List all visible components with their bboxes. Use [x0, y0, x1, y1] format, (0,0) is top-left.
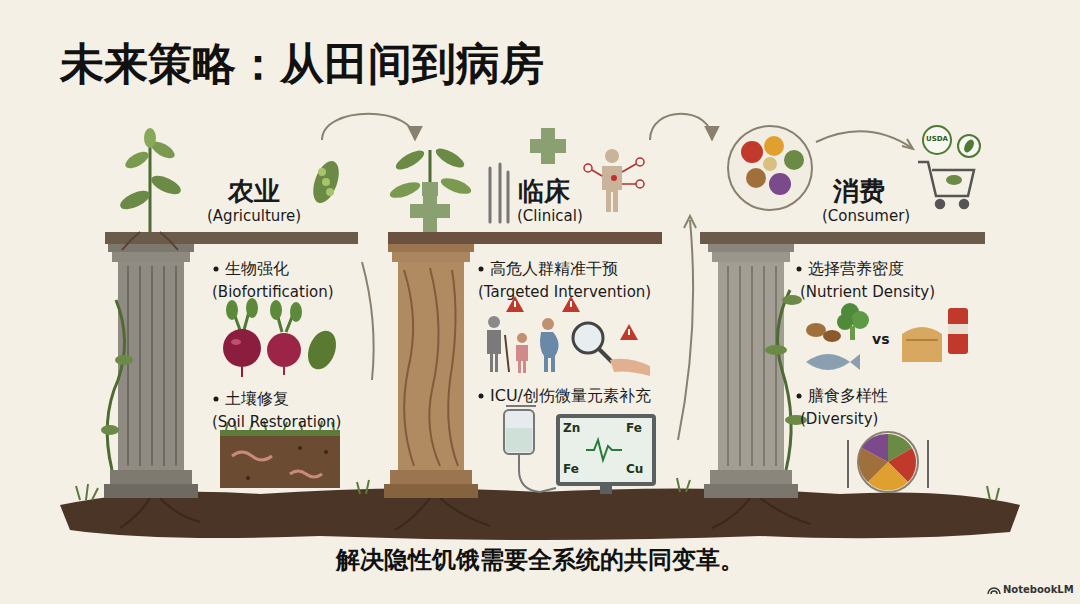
watermark: NotebookLM	[1003, 584, 1074, 596]
english-subtitle: (Diversity)	[800, 410, 878, 428]
grass	[76, 478, 999, 500]
flow-arrowhead	[684, 216, 696, 228]
risk-groups	[487, 296, 650, 376]
stone-pillar	[700, 232, 985, 498]
english-subtitle: (Nutrient Density)	[800, 283, 935, 301]
stone-pillar	[101, 232, 358, 498]
leaf-badge	[958, 135, 980, 157]
soil-patch	[220, 421, 340, 488]
pillar-node: 消费(Consumer) 选择营养密度 (Nutrient Density) 膳食多样…	[695, 140, 990, 496]
food-comparison	[806, 303, 968, 370]
flow-arrowhead	[902, 139, 913, 149]
instruments	[490, 164, 508, 222]
flow-connector	[650, 114, 712, 140]
pillar-item: 选择营养密度	[808, 259, 904, 278]
body-figure	[584, 149, 644, 212]
versus-label: vs	[872, 331, 889, 348]
soil-ground	[60, 488, 1020, 540]
caption: 解决隐性饥饿需要全系统的共同变革。	[0, 546, 1080, 575]
roots	[120, 498, 810, 530]
title: 未来策略：从田间到病房	[60, 38, 544, 91]
herb-with-cross	[388, 145, 473, 232]
pillar-item: 生物强化	[225, 259, 289, 278]
organic-badge	[923, 126, 951, 154]
element-symbol: Fe	[563, 462, 579, 476]
pillar-heading: 农业	[228, 176, 280, 207]
beets	[223, 298, 341, 377]
food-plate	[728, 126, 812, 210]
pea-pod	[308, 158, 344, 207]
diversity-plate	[848, 432, 928, 492]
pillar-heading: 临床	[518, 176, 570, 207]
element-symbol: Fe	[626, 421, 642, 435]
pillar-item: ICU/创伤微量元素补充	[490, 386, 651, 405]
medical-cross	[530, 128, 566, 164]
english-subtitle: (Soil Restoration)	[212, 413, 341, 431]
pillar-item: 土壤修复	[225, 389, 289, 408]
element-symbol: Cu	[626, 462, 643, 476]
pillar-heading: 消费	[833, 176, 885, 207]
english-subtitle: (Clinical)	[517, 207, 583, 225]
badge-text: USDA	[923, 135, 951, 143]
flow-arrow	[678, 220, 693, 440]
flow-connector	[322, 114, 415, 140]
iv-and-monitor	[504, 406, 656, 494]
english-subtitle: (Targeted Intervention)	[478, 283, 651, 301]
element-symbol: Zn	[563, 421, 580, 435]
pillar-node: 临床(Clinical) 高危人群精准干预 (Targeted Interventi…	[385, 140, 665, 496]
flow-arrow	[362, 262, 374, 380]
watermark-icon	[988, 588, 1000, 594]
english-subtitle: (Agriculture)	[207, 207, 301, 225]
english-subtitle: (Consumer)	[822, 207, 910, 225]
pillar-item: 高危人群精准干预	[490, 259, 618, 278]
flow-arrow	[816, 131, 912, 148]
wood-pillar	[384, 232, 662, 498]
shopping-cart	[918, 162, 974, 208]
english-subtitle: (Biofortification)	[212, 283, 334, 301]
pillar-item: 膳食多样性	[808, 386, 888, 405]
sprout	[118, 128, 184, 250]
pillar-node: 农业(Agriculture) 生物强化 (Biofortification) 土壤修…	[100, 140, 362, 496]
